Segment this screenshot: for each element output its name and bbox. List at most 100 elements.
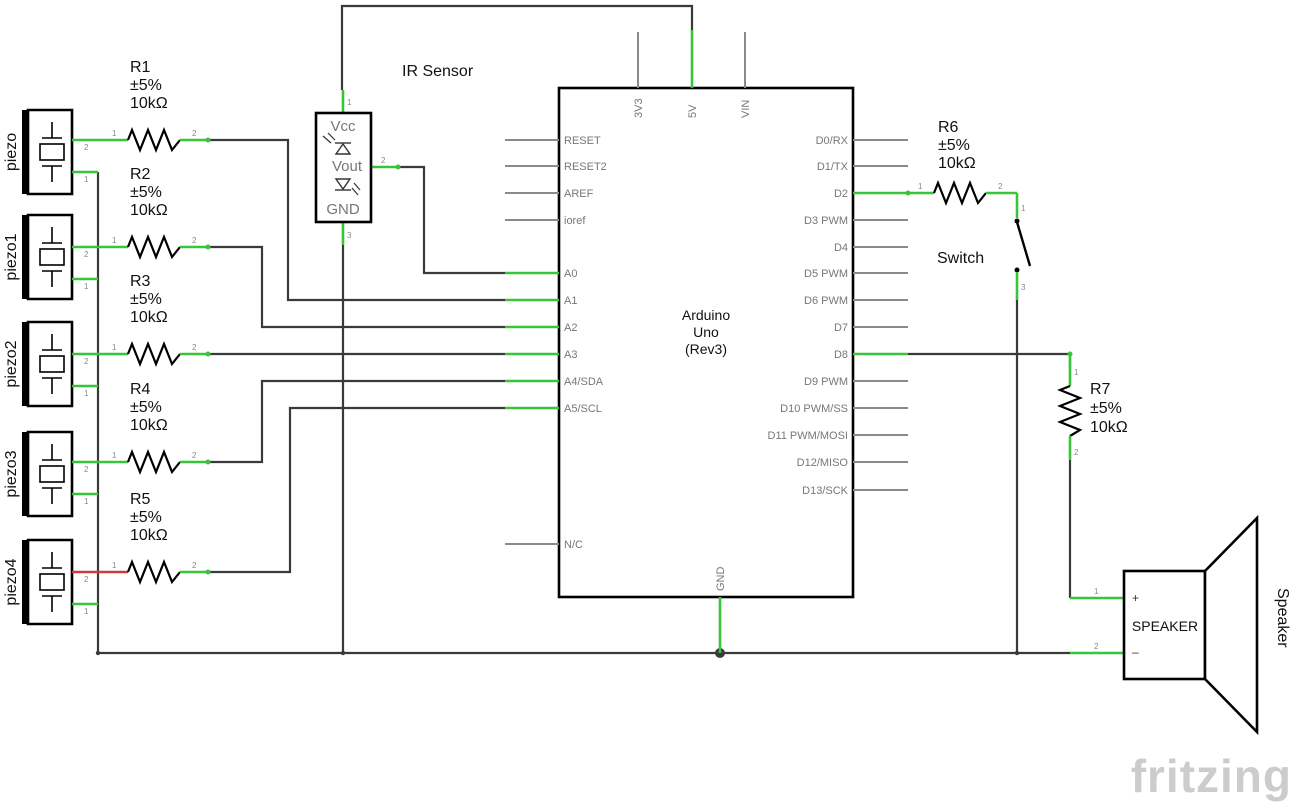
piezo-pin-2-2: 2 bbox=[84, 357, 89, 366]
resistor-r7[interactable]: 1 2 R7 ±5% 10kΩ bbox=[1057, 351, 1128, 461]
piezo-name-1: piezo1 bbox=[3, 233, 20, 280]
r5-name: R5 bbox=[130, 491, 151, 508]
r3-name: R3 bbox=[130, 273, 151, 290]
ir-vout-label: Vout bbox=[332, 158, 363, 175]
speaker-pin-1: 1 bbox=[1094, 587, 1099, 596]
r6-pin-1: 1 bbox=[918, 182, 923, 191]
piezo-pin-1-4: 1 bbox=[84, 607, 89, 616]
switch-label: Switch bbox=[937, 250, 984, 267]
piezo-pin-2-0: 2 bbox=[84, 143, 89, 152]
resistor-pin-1-4: 1 bbox=[112, 561, 117, 570]
ir-pin-3: 3 bbox=[347, 231, 352, 240]
pin-label-gnd: GND bbox=[715, 567, 727, 592]
resistor-pin-1-2: 1 bbox=[112, 343, 117, 352]
pin-label-d1: D1/TX bbox=[817, 161, 849, 173]
r3-tolerance: ±5% bbox=[130, 291, 162, 308]
pin-label-d10: D10 PWM/SS bbox=[780, 403, 848, 415]
ir-pin-1: 1 bbox=[347, 98, 352, 107]
piezo-pin-2-1: 2 bbox=[84, 250, 89, 259]
ir-sensor-title: IR Sensor bbox=[402, 63, 474, 80]
pin-label-a3: A3 bbox=[564, 349, 577, 361]
piezo-2[interactable]: piezo2 bbox=[3, 320, 74, 408]
speaker-cone-icon bbox=[1203, 514, 1259, 736]
r2-tolerance: ±5% bbox=[130, 184, 162, 201]
pin-label-a0: A0 bbox=[564, 268, 577, 280]
piezo-1[interactable]: piezo1 bbox=[3, 213, 74, 301]
r7-value: 10kΩ bbox=[1090, 419, 1128, 436]
r1-tolerance: ±5% bbox=[130, 77, 162, 94]
pin-label-a5: A5/SCL bbox=[564, 403, 602, 415]
piezo-name-3: piezo3 bbox=[3, 450, 20, 497]
resistor-pin-1-1: 1 bbox=[112, 236, 117, 245]
pin-label-a2: A2 bbox=[564, 322, 577, 334]
piezo-pin-1-0: 1 bbox=[84, 175, 89, 184]
piezo-4[interactable]: piezo4 bbox=[3, 538, 74, 626]
arduino-rev: (Rev3) bbox=[685, 341, 727, 357]
resistor-pin-2-1: 2 bbox=[192, 236, 197, 245]
r6-name: R6 bbox=[938, 119, 959, 136]
r6-tolerance: ±5% bbox=[938, 137, 970, 154]
r6-value: 10kΩ bbox=[938, 155, 976, 172]
r5-value: 10kΩ bbox=[130, 527, 168, 544]
pin-label-d6: D6 PWM bbox=[804, 295, 848, 307]
wires bbox=[96, 4, 1072, 655]
ir-sensor-body bbox=[314, 111, 373, 224]
ir-vcc-label: Vcc bbox=[330, 118, 356, 135]
pin-label-d3: D3 PWM bbox=[804, 215, 848, 227]
arduino-body bbox=[557, 86, 855, 599]
resistor-pin-2-3: 2 bbox=[192, 451, 197, 460]
piezo-name-4: piezo4 bbox=[3, 558, 20, 605]
r2-value: 10kΩ bbox=[130, 202, 168, 219]
ir-sensor[interactable]: 1 2 3 Vcc Vout GND IR Sensor bbox=[314, 63, 474, 245]
ir-gnd-label: GND bbox=[326, 201, 360, 218]
pin-label-a4: A4/SDA bbox=[564, 376, 604, 388]
piezo-name-2: piezo2 bbox=[3, 340, 20, 387]
speaker-pin-2: 2 bbox=[1094, 642, 1099, 651]
speaker-plus: + bbox=[1132, 591, 1139, 605]
piezo-pin-2-3: 2 bbox=[84, 465, 89, 474]
pin-label-d11: D11 PWM/MOSI bbox=[768, 430, 848, 442]
piezo-pin-1-2: 1 bbox=[84, 389, 89, 398]
switch-pin-1: 1 bbox=[1021, 204, 1026, 213]
pin-label-5v: 5V bbox=[687, 104, 699, 118]
resistor-r6[interactable]: 1 2 R6 ±5% 10kΩ bbox=[905, 119, 1018, 206]
r1-value: 10kΩ bbox=[130, 95, 168, 112]
pin-label-d0: D0/RX bbox=[816, 135, 849, 147]
pin-label-ioref: ioref bbox=[564, 215, 586, 227]
piezo-0[interactable]: piezo bbox=[3, 108, 74, 196]
speaker-label: SPEAKER bbox=[1132, 618, 1198, 634]
switch-pin-3: 3 bbox=[1021, 283, 1026, 292]
speaker-minus: – bbox=[1132, 645, 1139, 659]
r3-value: 10kΩ bbox=[130, 309, 168, 326]
r4-value: 10kΩ bbox=[130, 417, 168, 434]
speaker-title: Speaker bbox=[1274, 588, 1291, 648]
pin-label-d2: D2 bbox=[834, 188, 848, 200]
piezo-name-0: piezo bbox=[3, 133, 20, 171]
r7-pin-2: 2 bbox=[1074, 448, 1079, 457]
r1-name: R1 bbox=[130, 59, 151, 76]
speaker[interactable]: 1 2 + – SPEAKER Speaker bbox=[1070, 514, 1291, 736]
ir-pin-2: 2 bbox=[381, 156, 386, 165]
pin-label-d7: D7 bbox=[834, 322, 848, 334]
pin-label-3v3: 3V3 bbox=[633, 98, 645, 118]
pin-label-aref: AREF bbox=[564, 188, 594, 200]
ir-led-icon bbox=[334, 178, 361, 196]
piezo-3[interactable]: piezo3 bbox=[3, 430, 74, 518]
switch[interactable]: 1 3 Switch bbox=[937, 193, 1032, 300]
pin-label-d4: D4 bbox=[834, 242, 848, 254]
pin-label-d5: D5 PWM bbox=[804, 268, 848, 280]
photodiode-icon bbox=[322, 132, 352, 155]
arduino-uno[interactable]: 3V3 5V VIN GND RESET RESET2 AREF ioref A… bbox=[505, 30, 908, 653]
